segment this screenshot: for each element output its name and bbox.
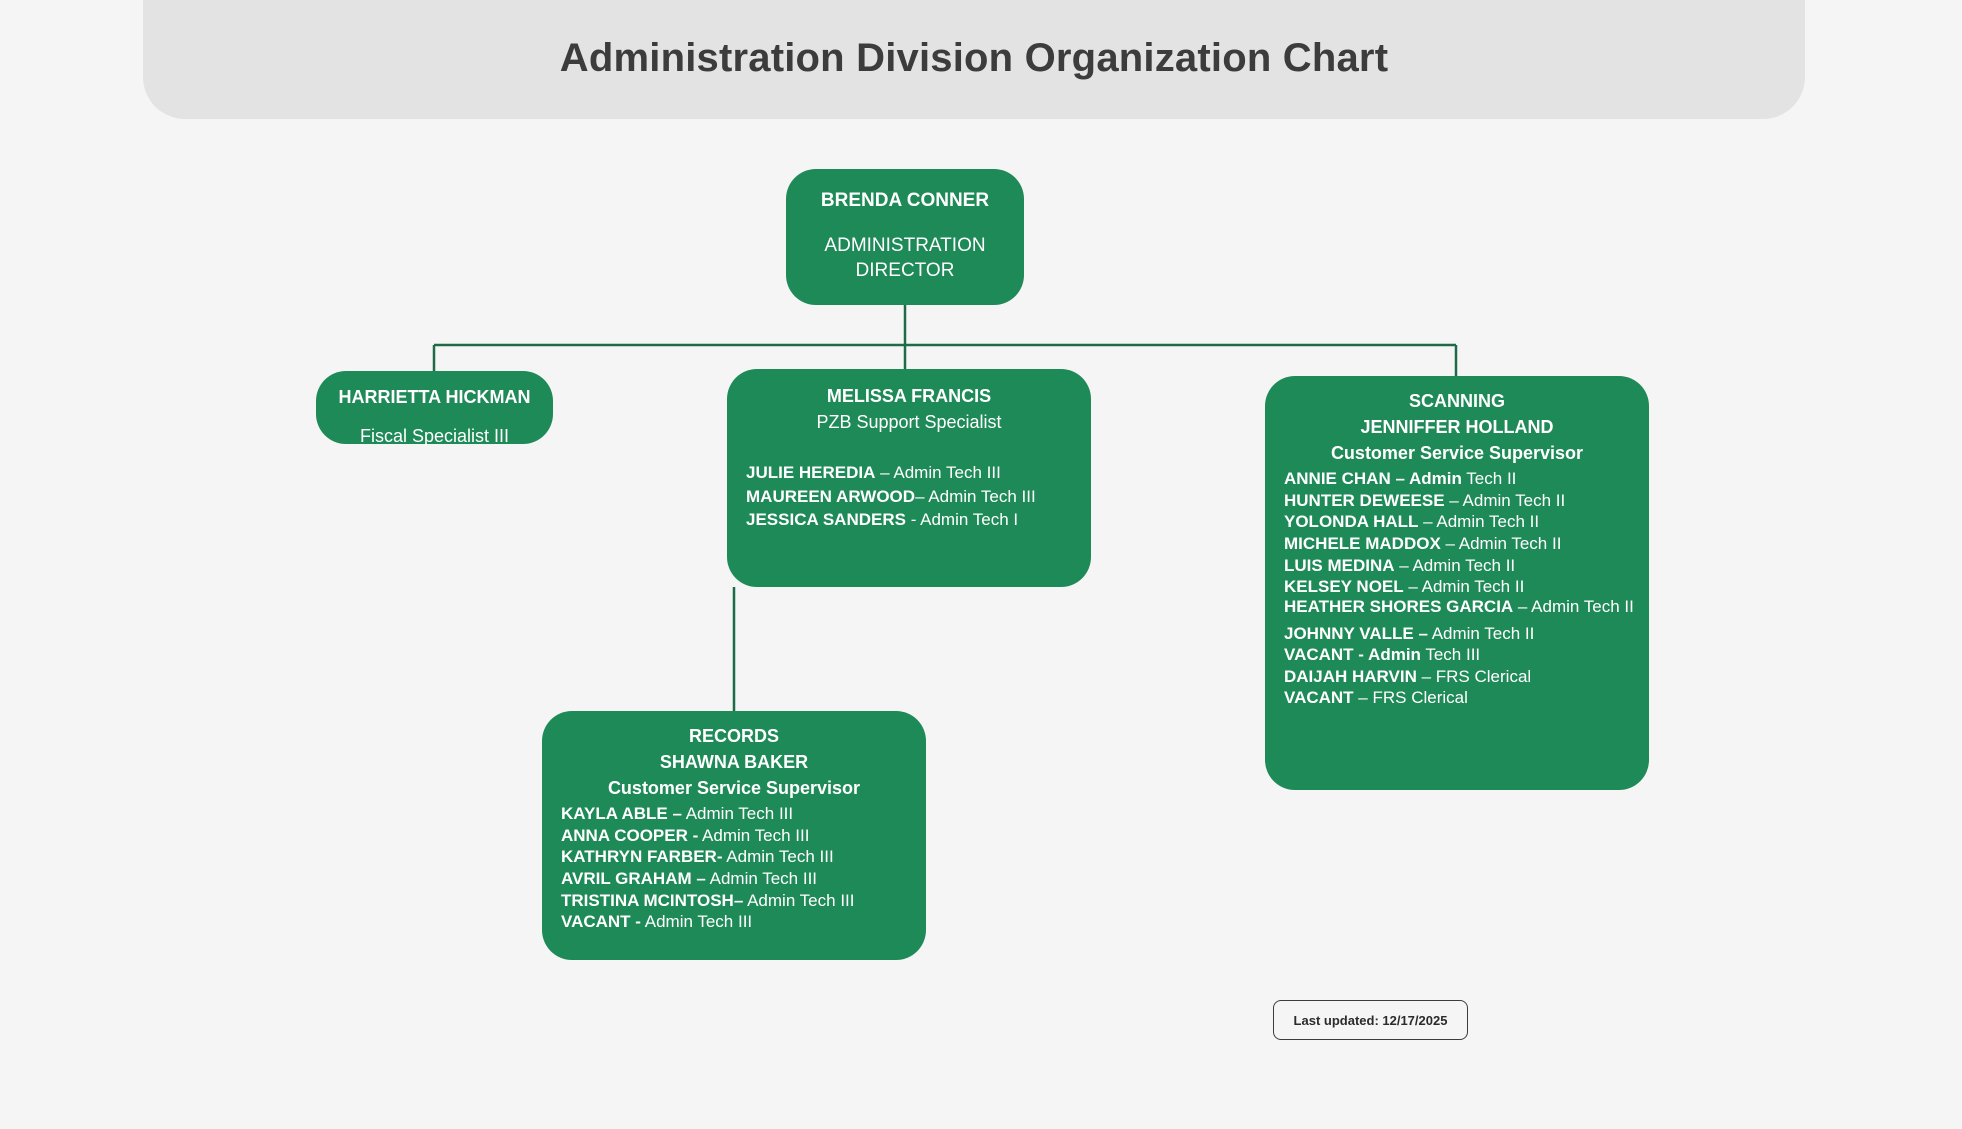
list-item: AVRIL GRAHAM – Admin Tech III [561,868,914,890]
list-item: DAIJAH HARVIN – FRS Clerical [1284,666,1637,688]
list-item: JULIE HEREDIA – Admin Tech III [746,461,1091,484]
staff-title: Tech III [1420,645,1481,665]
org-node-root-head: BRENDA CONNER ADMINISTRATION DIRECTOR [796,187,1014,284]
page-title: Administration Division Organization Cha… [559,36,1389,80]
staff-name: TRISTINA MCINTOSH– [561,890,744,910]
org-node-records-head: RECORDS SHAWNA BAKER Customer Service Su… [542,723,926,801]
staff-title: – Admin Tech II [1418,512,1540,532]
list-item: MAUREEN ARWOOD– Admin Tech III [746,485,1091,508]
staff-title: Admin Tech III [722,847,834,867]
staff-title: – Admin Tech III [875,463,1001,483]
staff-title: – Admin Tech II [1440,534,1562,554]
org-node-fiscal-specialist[interactable]: HARRIETTA HICKMAN Fiscal Specialist III [316,371,553,446]
staff-name: MAUREEN ARWOOD [746,486,916,506]
org-node-records-unit: RECORDS [688,726,779,746]
org-node-scanning-head: SCANNING JENNIFFER HOLLAND Customer Serv… [1265,388,1649,466]
org-node-scanning-role: Customer Service Supervisor [1330,443,1584,464]
org-node-root[interactable]: BRENDA CONNER ADMINISTRATION DIRECTOR [786,169,1024,305]
list-item: KAYLA ABLE – Admin Tech III [561,803,914,825]
staff-title: – Admin Tech II [1513,596,1634,616]
staff-name: MICHELE MADDOX [1284,534,1441,554]
list-item: JESSICA SANDERS - Admin Tech I [746,508,1091,531]
staff-name: JULIE HEREDIA [746,463,876,483]
list-item: ANNIE CHAN – Admin Tech II [1284,468,1637,490]
staff-title: – Admin Tech II [1394,555,1516,575]
staff-title: - Admin Tech I [905,510,1019,530]
org-node-pzb-support[interactable]: MELISSA FRANCIS PZB Support Specialist J… [727,369,1091,587]
list-item: ANNA COOPER - Admin Tech III [561,825,914,847]
last-updated-badge: Last updated: 12/17/2025 [1273,1000,1468,1040]
list-item: VACANT - Admin Tech III [1284,644,1637,666]
staff-title: Admin Tech III [640,912,753,932]
staff-title: Tech II [1461,469,1517,489]
staff-name: DAIJAH HARVIN [1284,666,1417,686]
staff-name: HUNTER DEWEESE [1284,490,1445,510]
staff-name: KATHRYN FARBER- [561,847,723,867]
staff-name: ANNIE CHAN – Admin [1284,469,1462,489]
staff-name: LUIS MEDINA [1284,555,1395,575]
staff-title: – FRS Clerical [1353,688,1468,708]
staff-name: VACANT - Admin [1284,645,1421,665]
org-node-pzb-head: MELISSA FRANCIS PZB Support Specialist [727,383,1091,435]
org-node-scanning-name: JENNIFFER HOLLAND [1360,417,1554,438]
staff-name: YOLONDA HALL [1284,512,1419,532]
org-node-fiscal-role: Fiscal Specialist III [359,426,510,447]
list-item: LUIS MEDINA – Admin Tech II [1284,555,1637,577]
staff-title: – Admin Tech III [915,486,1036,506]
org-node-pzb-name: MELISSA FRANCIS [826,386,992,406]
staff-name: ANNA COOPER - [561,825,699,845]
staff-title: Admin Tech II [1427,623,1535,643]
org-node-pzb-role: PZB Support Specialist [816,412,1002,433]
list-item: HUNTER DEWEESE – Admin Tech II [1284,490,1637,512]
list-item: VACANT - Admin Tech III [561,911,914,933]
org-node-root-name: BRENDA CONNER [820,190,990,211]
list-item: HEATHER SHORES GARCIA – Admin Tech II [1284,598,1637,615]
list-item: KATHRYN FARBER- Admin Tech III [561,846,914,868]
org-node-scanning-unit: SCANNING [1408,391,1505,411]
list-item: JOHNNY VALLE – Admin Tech II [1284,623,1637,645]
staff-name: JOHNNY VALLE – [1284,623,1428,643]
staff-name: JESSICA SANDERS [746,510,906,530]
staff-title: Admin Tech III [705,869,818,889]
staff-name: AVRIL GRAHAM – [561,869,706,889]
list-item: YOLONDA HALL – Admin Tech II [1284,511,1637,533]
staff-name: KELSEY NOEL [1284,577,1404,597]
org-node-pzb-staff-list: JULIE HEREDIA – Admin Tech III MAUREEN A… [727,461,1091,531]
org-node-records[interactable]: RECORDS SHAWNA BAKER Customer Service Su… [542,711,926,960]
staff-title: Admin Tech III [681,804,794,824]
staff-name: KAYLA ABLE – [561,804,682,824]
list-item: TRISTINA MCINTOSH– Admin Tech III [561,890,914,912]
staff-title: Admin Tech III [698,825,810,845]
org-node-records-staff-list: KAYLA ABLE – Admin Tech III ANNA COOPER … [542,803,926,932]
list-item: VACANT – FRS Clerical [1284,687,1637,709]
org-node-scanning-staff-list: ANNIE CHAN – Admin Tech II HUNTER DEWEES… [1265,468,1649,709]
org-node-root-role: ADMINISTRATION DIRECTOR [824,234,986,282]
staff-name: HEATHER SHORES GARCIA [1284,596,1514,616]
org-node-fiscal-name: HARRIETTA HICKMAN [338,387,531,407]
list-item: KELSEY NOEL – Admin Tech II [1284,576,1637,598]
staff-title: – Admin Tech II [1403,577,1525,597]
org-node-fiscal-head: HARRIETTA HICKMAN Fiscal Specialist III [324,384,545,449]
staff-title: Admin Tech III [743,890,855,910]
staff-name: VACANT [1284,688,1354,708]
org-node-records-name: SHAWNA BAKER [659,752,809,773]
org-node-scanning[interactable]: SCANNING JENNIFFER HOLLAND Customer Serv… [1265,376,1649,790]
list-item: MICHELE MADDOX – Admin Tech II [1284,533,1637,555]
org-node-records-role: Customer Service Supervisor [607,778,861,799]
staff-title: – Admin Tech II [1444,490,1566,510]
staff-title: – FRS Clerical [1416,666,1532,686]
last-updated-label: Last updated: 12/17/2025 [1293,1012,1448,1028]
header-bar: Administration Division Organization Cha… [143,0,1805,119]
staff-name: VACANT - [561,912,641,932]
